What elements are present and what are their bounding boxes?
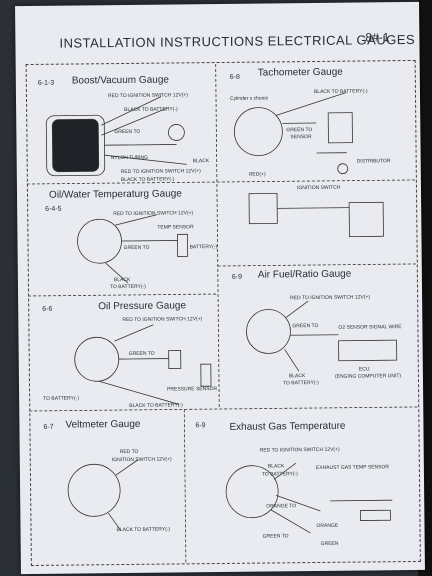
tach-section-num: 6-8 [229,73,240,81]
tach-sensor-label: SENSOR [290,134,312,141]
volt-black-label: BLACK TO BATTERY(-) [116,526,171,534]
oilwater-temp-label: TEMP SENSOR [157,224,194,231]
afr-gauge-circle [246,309,291,354]
volt-ign-label: IGNITION SWITCH 12V(+) [111,456,172,464]
oilwater-section-title: Oil/Water Temperaturg Gauge [48,188,182,201]
egt-red-label: RED TO IGNITION SWITCH 12V(+) [259,446,340,454]
oilwater-red-label: RED TO IGNITION SWITCH 12V(+) [113,210,194,218]
oilwater-section-num: 6-4-5 [45,205,62,213]
afr-ecu2-label: (ENGING COMPUTER UNIT) [334,373,402,380]
egt-green-label: GREEN TO [262,533,289,540]
oilp-tobat-label: TO BATTERY(-) [43,395,80,402]
boost-black2-label: BLACK TO BATTERY(-) [120,176,175,184]
volt-gauge-circle [67,463,121,517]
boost-red2-label: RED TO IGNITION SWITCH 12V(+) [120,168,201,176]
afr-tobat-label: TO BATTERY(-) [282,379,319,387]
boost-green-label: GREEN TO [114,128,141,136]
volt-section-num: 6-7 [43,423,54,431]
tach-ign-label: IGNITION SWITCH [296,184,341,192]
volt-red-label: RED TO [119,448,139,456]
oilwater-battery-label: BATTERY(-) [189,244,218,251]
egt-orange2-label: ORANGE [316,522,339,530]
volt-section-title: Veltmeter Gauge [65,418,141,431]
egt-section-title: Exhaust Gas Temperature [229,420,346,433]
oilp-gauge-circle [74,336,120,382]
wiring-diagrams [26,64,418,563]
tach-black-label: BLACK TO BATTERY(-) [313,88,368,96]
egt-tobat-label: TO BATTERY(-) [261,471,298,478]
oilp-section-title: Oil Pressure Gauge [98,300,187,313]
oilp-black-label: BLACK TO BATTERY(-) [129,402,183,409]
afr-green-label: GREEN TO [292,322,319,330]
boost-black-label: BLACK TO BATTERY(-) [124,106,178,113]
tach-red-label: RED(+) [248,171,266,178]
boost-section-num: 6-1-3 [37,79,55,87]
oilwater-tobat-label: TO BATTERY(-) [109,283,146,291]
tach-section-title: Tachometer Gauge [257,66,343,79]
boost-gauge-drawing [45,96,187,177]
egt-sensor-label: EXHAUST GAS TEMP SENSOR [315,464,389,472]
afr-o2-label: O2 SENSOR SIGNAL WIRE [338,324,402,331]
tach-dist-label: DISTRIBUTOR [356,158,391,165]
tach-gauge-circle [233,107,283,156]
boost-nylon-label: NYLON TUBING [110,154,149,162]
afr-ecu-label: ECU [358,366,370,373]
oilp-red-label: RED TO IGNITION SWITCH 12V(+) [122,316,203,324]
oilwater-black-label: BLACK [113,276,131,284]
tach-cyl-label: Cylinder s choice [229,95,269,102]
afr-black-label: BLACK [288,373,306,380]
egt-green2-label: GREEN [320,540,339,547]
afr-section-title: Air Fuel/Ratio Gauge [257,268,352,281]
egt-section-num: 6-9 [195,422,206,430]
tach-green-label: GREEN TO [286,127,313,134]
boost-red-label: RED TO IGNITION SWITCH 12V(+) [107,92,188,100]
egt-gauge-circle [225,465,279,519]
oilwater-gauge-circle [77,218,122,264]
oilwater-green-label: GREEN TO [123,244,150,252]
afr-red-label: RED TO IGNITION SWITCH 12V(+) [290,294,371,302]
oilp-ps-label: PRESSURE SENSOR [167,386,218,393]
instruction-sheet: INSTALLATION INSTRUCTIONS ELECTRICAL GAU… [15,1,425,575]
oilp-section-num: 6-6 [42,305,53,313]
oilp-green-label: GREEN TO [128,350,155,357]
boost-black3-label: BLACK [192,158,210,165]
afr-section-num: 6-9 [231,273,243,281]
egt-orange-label: ORANGE TO [266,503,297,510]
boost-section-title: Boost/Vacuum Gauge [71,74,169,87]
egt-black-label: BLACK [267,463,285,470]
